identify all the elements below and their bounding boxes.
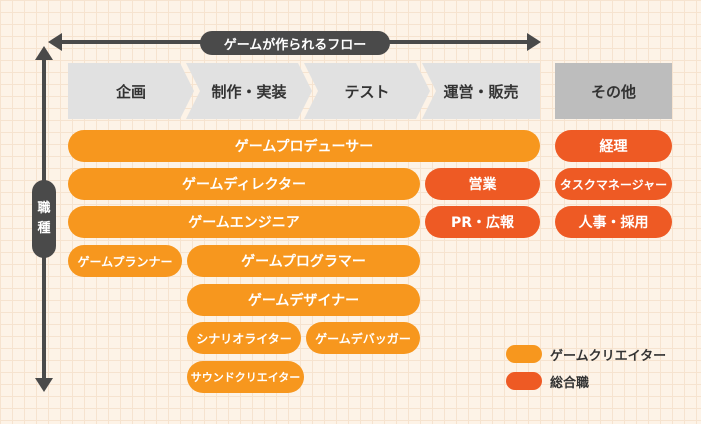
role-game-programmer: ゲームプログラマー: [187, 245, 420, 277]
phase-other: その他: [555, 63, 672, 119]
phase-testing: テスト: [304, 63, 430, 119]
phase-production: 制作・実装: [186, 63, 312, 119]
job-axis-label-char: 職: [37, 201, 51, 216]
role-game-designer: ゲームデザイナー: [187, 284, 420, 316]
role-game-debugger: ゲームデバッガー: [306, 322, 420, 354]
job-axis-label: 職 種: [32, 180, 56, 258]
role-game-engineer: ゲームエンジニア: [68, 206, 420, 238]
arrow-up-icon: [35, 46, 53, 60]
job-axis-label-char: 種: [37, 221, 51, 236]
legend-swatch-creator: [506, 345, 542, 363]
role-accounting: 経理: [555, 130, 672, 162]
role-sound-creator: サウンドクリエイター: [187, 361, 304, 393]
phase-planning: 企画: [68, 63, 194, 119]
role-pr: PR・広報: [425, 206, 540, 238]
role-game-producer: ゲームプロデューサー: [68, 130, 540, 162]
role-hr: 人事・採用: [555, 206, 672, 238]
legend-swatch-general: [506, 372, 542, 390]
role-game-director: ゲームディレクター: [68, 168, 420, 200]
role-task-manager: タスクマネージャー: [555, 168, 672, 200]
role-sales: 営業: [425, 168, 540, 200]
legend-label-general: 総合職: [550, 375, 590, 391]
role-scenario-writer: シナリオライター: [187, 322, 301, 354]
arrow-right-icon: [527, 33, 541, 51]
flow-axis-label: ゲームが作られるフロー: [200, 31, 390, 55]
role-game-planner: ゲームプランナー: [68, 245, 182, 277]
legend-label-creator: ゲームクリエイター: [550, 348, 667, 364]
arrow-down-icon: [35, 378, 53, 392]
phase-operation-sales: 運営・販売: [422, 63, 540, 119]
